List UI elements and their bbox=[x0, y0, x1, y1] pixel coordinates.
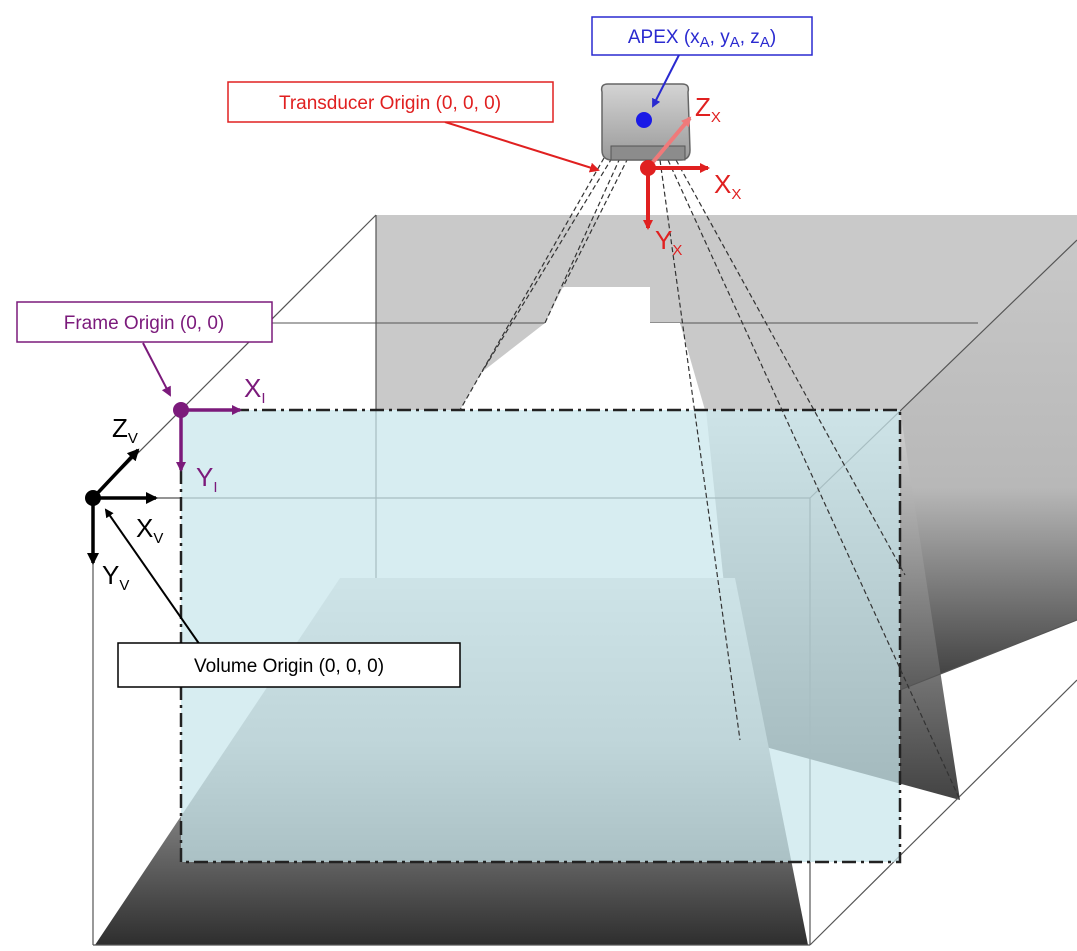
transducer-origin-leader bbox=[444, 121, 600, 173]
apex-callout-box bbox=[591, 16, 813, 56]
volume-back-walls bbox=[270, 215, 1077, 690]
frame-origin-leader bbox=[142, 342, 171, 397]
beam-line bbox=[481, 157, 613, 373]
beam-line bbox=[562, 157, 629, 288]
box-edge bbox=[899, 619, 1077, 691]
transducer-origin-callout: Transducer Origin (0, 0, 0) bbox=[227, 81, 554, 123]
apex-callout: APEX (xA, yA, zA) bbox=[591, 16, 813, 56]
beam-line bbox=[675, 159, 906, 576]
volume-origin-box bbox=[117, 642, 461, 688]
frame-x-label: XI bbox=[244, 373, 266, 407]
slice-front bbox=[460, 372, 705, 410]
frame-origin-text: Frame Origin (0, 0) bbox=[64, 313, 224, 334]
volume-origin-dot bbox=[85, 490, 101, 506]
volume-z-label: ZV bbox=[112, 413, 138, 447]
callout-leaders bbox=[104, 52, 681, 646]
frame-origin-dot bbox=[173, 402, 189, 418]
volume-x-label: XV bbox=[136, 513, 163, 547]
frame-axes: XI YI bbox=[173, 373, 266, 496]
beam-lines bbox=[459, 157, 961, 801]
volume-origin-text: Volume Origin (0, 0, 0) bbox=[194, 656, 384, 677]
frame-plane bbox=[181, 410, 900, 862]
beam-line bbox=[544, 157, 621, 324]
apex-dot bbox=[636, 112, 652, 128]
apex-callout-text: APEX (xA, yA, zA) bbox=[628, 27, 776, 51]
transducer-z-axis bbox=[646, 116, 692, 170]
beam-line bbox=[667, 159, 961, 801]
beam-line bbox=[459, 157, 605, 411]
slice-mid bbox=[482, 323, 694, 372]
volume-origin-callout: Volume Origin (0, 0, 0) bbox=[117, 642, 461, 688]
transducer-z-label: ZX bbox=[695, 92, 721, 126]
beam-line bbox=[659, 159, 741, 741]
apex-leader bbox=[652, 52, 681, 108]
transducer-y-label: YX bbox=[655, 225, 682, 259]
slice-back bbox=[545, 287, 650, 323]
frame-y-label: YI bbox=[196, 462, 218, 496]
volume-origin-leader bbox=[104, 508, 201, 646]
transducer-origin-text: Transducer Origin (0, 0, 0) bbox=[279, 93, 501, 114]
transducer-origin-dot bbox=[640, 160, 656, 176]
volume-axes: ZV XV YV bbox=[85, 413, 163, 594]
volume-z-axis bbox=[91, 448, 140, 500]
transducer-face bbox=[610, 145, 686, 161]
transducer-axes: ZX XX YX bbox=[636, 92, 741, 259]
transducer-origin-box bbox=[227, 81, 554, 123]
transducer-x-label: XX bbox=[714, 169, 741, 203]
box-edge bbox=[92, 214, 377, 499]
frame-origin-callout: Frame Origin (0, 0) bbox=[16, 301, 273, 343]
frame-border bbox=[179, 408, 902, 864]
right-wall bbox=[900, 240, 1077, 690]
frame-origin-box bbox=[16, 301, 273, 343]
box-edge bbox=[809, 679, 1077, 946]
volume-y-label: YV bbox=[102, 560, 129, 594]
image-frame bbox=[179, 408, 902, 864]
